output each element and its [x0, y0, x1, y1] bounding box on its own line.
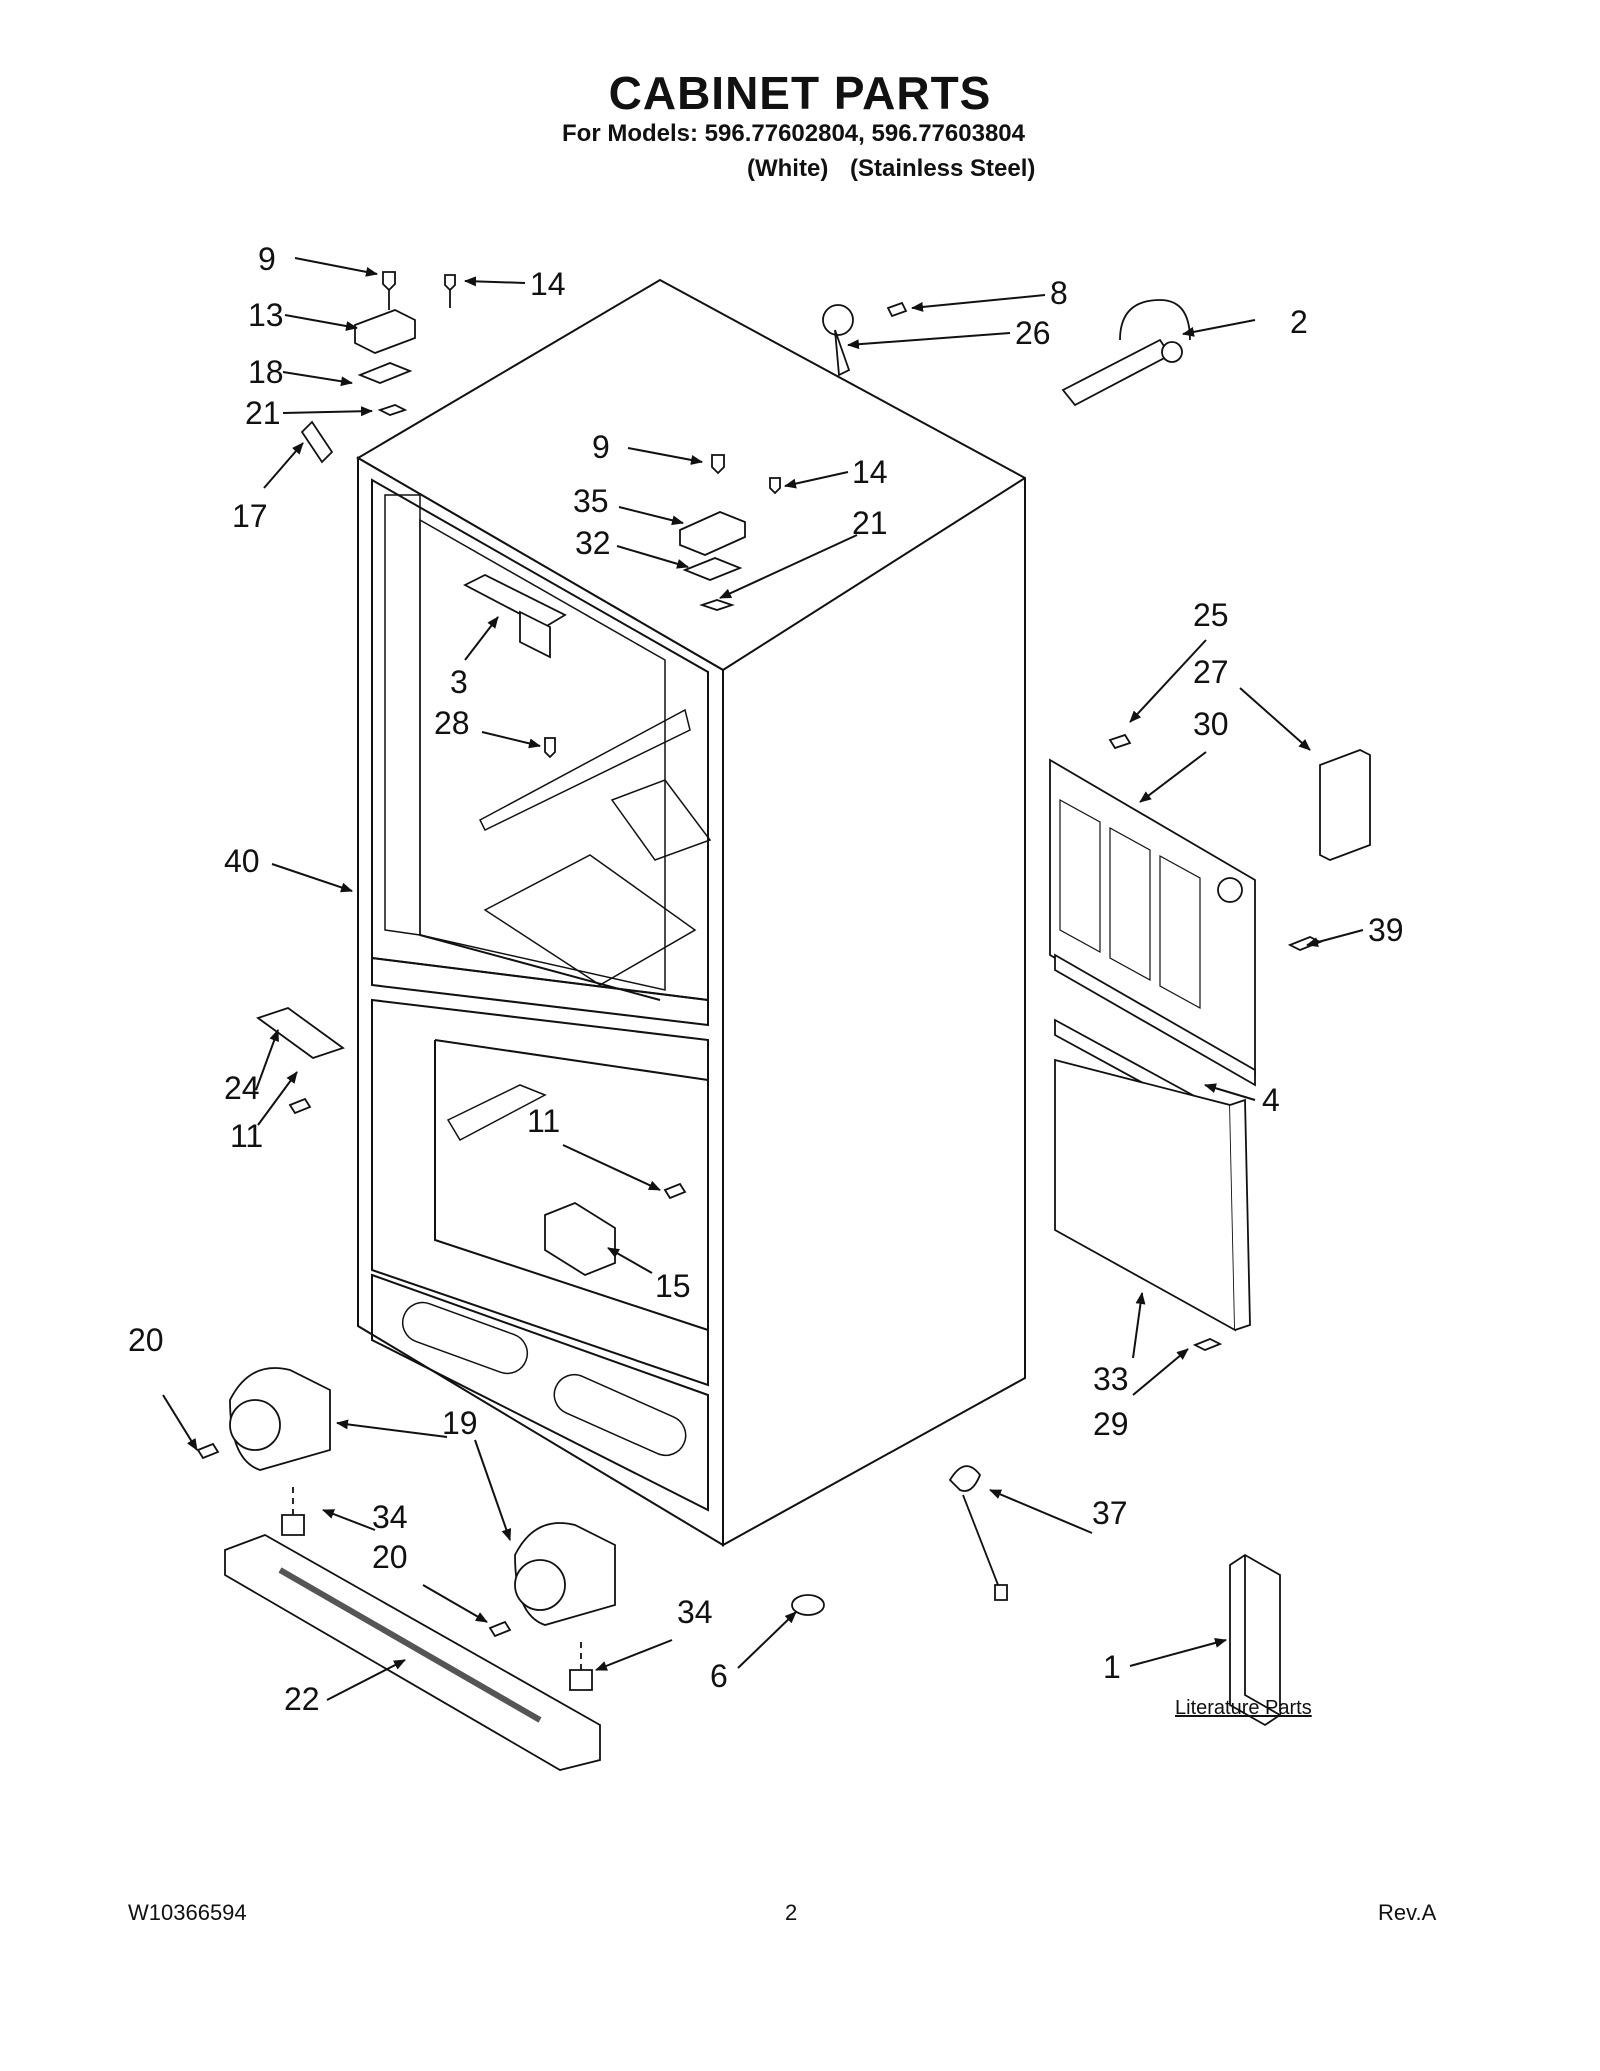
callout-8: 8 [1050, 275, 1068, 311]
callout-30: 30 [1193, 706, 1229, 742]
callout-37: 37 [1092, 1495, 1128, 1531]
parts [196, 271, 1371, 1771]
callout-29: 29 [1093, 1406, 1129, 1442]
callout-26: 26 [1015, 315, 1051, 351]
callout-19: 19 [442, 1405, 478, 1441]
finish-white-label: (White) [747, 155, 829, 182]
callout-11-mid: 11 [527, 1103, 561, 1139]
models-line: For Models: 596.77602804, 596.77603804 [562, 120, 1025, 147]
cabinet-body [356, 278, 1026, 1547]
callout-24: 24 [224, 1070, 260, 1106]
page-number: 2 [785, 1900, 798, 1925]
callout-9-mid: 9 [592, 429, 610, 465]
callout-22: 22 [284, 1681, 320, 1717]
callout-15: 15 [655, 1268, 691, 1304]
callout-34-right: 34 [677, 1594, 713, 1630]
callout-13: 13 [248, 297, 284, 333]
callout-20-lower: 20 [372, 1539, 408, 1575]
page-title: CABINET PARTS [608, 67, 992, 119]
callout-35: 35 [573, 483, 609, 519]
callout-17: 17 [232, 498, 268, 534]
callout-21-mid: 21 [852, 505, 888, 541]
callout-18: 18 [248, 354, 284, 390]
callout-39: 39 [1368, 912, 1404, 948]
finish-stainless-label: (Stainless Steel) [850, 155, 1036, 182]
callout-20: 20 [128, 1322, 164, 1358]
callout-2: 2 [1290, 304, 1308, 340]
callout-25: 25 [1193, 597, 1229, 633]
callout-9: 9 [258, 241, 276, 277]
callout-33: 33 [1093, 1361, 1129, 1397]
literature-parts-label: Literature Parts [1175, 1697, 1312, 1719]
callout-4: 4 [1262, 1082, 1280, 1118]
callout-27: 27 [1193, 654, 1229, 690]
leader-arrows [162, 257, 1364, 1701]
callout-28: 28 [434, 705, 470, 741]
callout-34: 34 [372, 1499, 408, 1535]
callout-1: 1 [1103, 1649, 1121, 1685]
callout-11: 11 [230, 1118, 264, 1154]
callout-32: 32 [575, 525, 611, 561]
callout-6: 6 [710, 1658, 728, 1694]
revision-label: Rev.A [1378, 1900, 1437, 1925]
callout-21: 21 [245, 395, 281, 431]
callout-40: 40 [224, 843, 260, 879]
callout-14-mid: 14 [852, 454, 888, 490]
callout-3: 3 [450, 664, 468, 700]
document-number: W10366594 [128, 1900, 247, 1925]
callout-14: 14 [530, 266, 566, 302]
